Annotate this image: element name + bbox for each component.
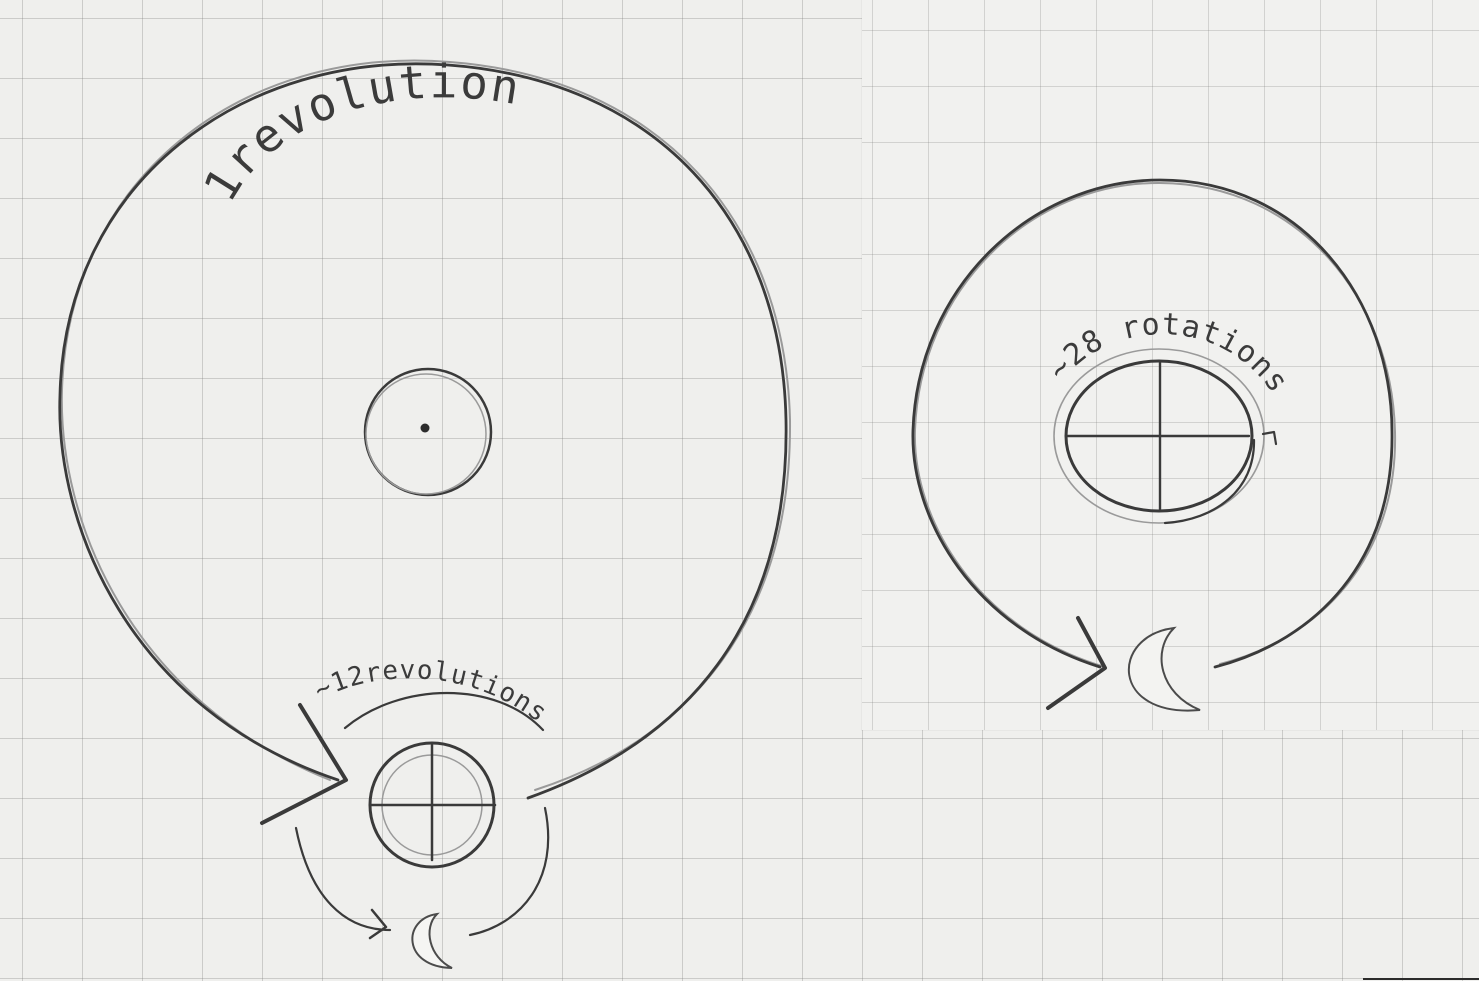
moon-orbit-diagram-right: ~28 rotations [911, 178, 1397, 712]
right-rotation-label: ~28 rotations [1041, 307, 1296, 400]
moon-orbit-arrowhead-right [1046, 616, 1107, 710]
sun-orbit-ring-shadow [60, 59, 792, 791]
moon-crescent-left [411, 912, 453, 969]
bottom-edge-line [1363, 978, 1479, 980]
moon-orbit-arc-left [294, 826, 392, 932]
sun-orbit-ring [58, 62, 788, 800]
earth-outer-ring-right [1053, 348, 1265, 524]
rotation-arrowhead-right [1261, 430, 1278, 446]
rotation-arc-right [1163, 438, 1256, 525]
inner-orbit-label: ~12revolutions [310, 655, 554, 729]
moon-orbit-arc-right [468, 806, 550, 937]
earth-moon-system-left: ~12revolutions [294, 655, 554, 969]
outer-orbit-label: 1revolution [193, 54, 525, 210]
sun-circle [363, 367, 493, 497]
moon-orbit-ring-shadow-right [913, 181, 1397, 668]
small-label-arc [343, 691, 545, 732]
sun-orbit-arrowhead [260, 703, 348, 825]
moon-orbit-ring-right [911, 178, 1394, 669]
sun-orbit-diagram: 1revolution [58, 54, 792, 825]
sun-center-dot [420, 423, 430, 433]
moon-orbit-arrowhead-left [368, 908, 388, 940]
right-paper-panel [862, 0, 1479, 730]
moon-crescent-right [1127, 626, 1201, 712]
sun-circle-shadow [365, 373, 487, 495]
